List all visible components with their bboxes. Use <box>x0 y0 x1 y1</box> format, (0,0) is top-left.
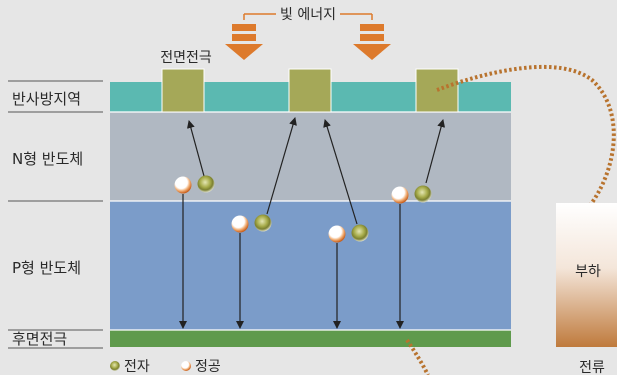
electron-particle-1 <box>197 175 215 193</box>
load-label: 부하 <box>575 264 601 280</box>
legend-hole-icon <box>181 361 191 371</box>
hole-particle-1 <box>174 176 192 194</box>
light-arrow-right-icon <box>353 13 391 60</box>
external-wire-bottom <box>405 338 430 375</box>
electron-particle-4 <box>414 185 432 203</box>
external-wire-top <box>436 64 616 210</box>
hole-particle-2 <box>231 215 249 233</box>
hole-particle-3 <box>328 225 346 243</box>
light-arrow-left-icon <box>225 13 263 60</box>
electron-path-2 <box>266 117 297 215</box>
front-electrode-finger-1 <box>161 68 205 113</box>
p-type-layer <box>110 201 511 330</box>
electron-path-4 <box>425 119 446 184</box>
electron-particle-3 <box>351 224 369 242</box>
back-electrode-label: 후면전극 <box>12 330 67 348</box>
back-electrode-layer <box>110 330 511 347</box>
electron-path-3 <box>323 119 358 225</box>
front-electrode-finger-3 <box>415 68 459 113</box>
legend-hole-label: 정공 <box>195 359 221 375</box>
p-type-label: P형 반도체 <box>12 259 81 277</box>
load-resistor <box>556 203 617 347</box>
legend-electron-icon <box>110 361 120 371</box>
electron-particle-2 <box>254 214 272 232</box>
title-light-energy: 빛 에너지 <box>280 7 336 23</box>
electron-path-1 <box>186 120 205 177</box>
n-type-layer <box>110 112 511 201</box>
hole-particle-4 <box>391 186 409 204</box>
n-type-label: N형 반도체 <box>12 150 83 168</box>
antireflection-label: 반사방지역 <box>12 90 81 108</box>
legend-electron-label: 전자 <box>124 359 150 375</box>
front-electrode-finger-2 <box>288 68 332 113</box>
current-label: 전류 <box>579 360 605 375</box>
front-electrode-label: 전면전극 <box>160 50 212 66</box>
